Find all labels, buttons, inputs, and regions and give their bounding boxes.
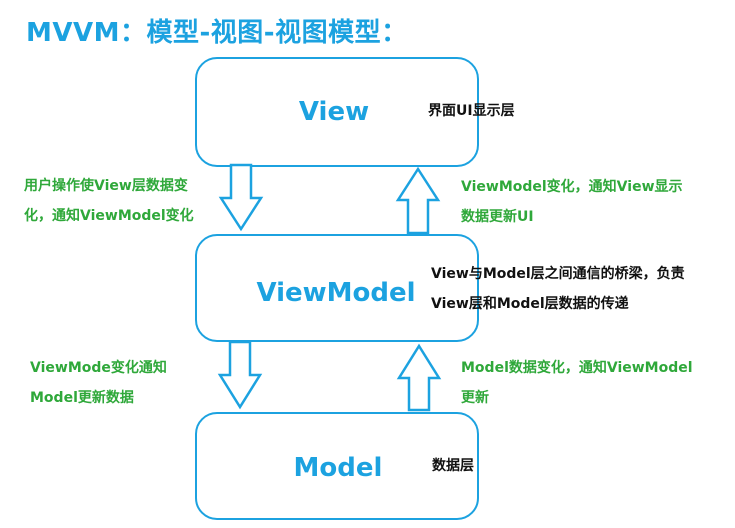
arrow-up-model-to-viewmodel <box>396 343 442 412</box>
arrow-up-viewmodel-to-view <box>395 166 441 235</box>
model-layer-note: 数据层 <box>432 458 474 474</box>
caption-viewmodel-to-model-line-2: Model更新数据 <box>30 390 134 406</box>
caption-viewmodel-to-view-line-2: 数据更新UI <box>461 209 534 225</box>
caption-model-to-viewmodel: Model数据变化，通知ViewModel 更新 <box>461 353 693 413</box>
diagram-title: MVVM：模型-视图-视图模型： <box>26 18 408 48</box>
arrow-down-viewmodel-to-model <box>217 340 263 410</box>
caption-model-to-viewmodel-line-2: 更新 <box>461 390 489 406</box>
caption-viewmodel-to-model-line-1: ViewMode变化通知 <box>30 360 167 376</box>
caption-view-to-viewmodel: 用户操作使View层数据变 化，通知ViewModel变化 <box>24 171 194 231</box>
model-layer-label: Model <box>293 453 383 483</box>
caption-view-to-viewmodel-line-2: 化，通知ViewModel变化 <box>24 208 194 224</box>
model-layer-box <box>195 412 479 520</box>
caption-view-to-viewmodel-line-1: 用户操作使View层数据变 <box>24 178 188 194</box>
view-layer-label: View <box>298 97 370 127</box>
viewmodel-layer-box <box>195 234 479 342</box>
caption-model-to-viewmodel-line-1: Model数据变化，通知ViewModel <box>461 360 693 376</box>
viewmodel-note-line-1: View与Model层之间通信的桥梁，负责 <box>431 266 685 282</box>
viewmodel-note-line-2: View层和Model层数据的传递 <box>431 296 629 312</box>
caption-viewmodel-to-model: ViewMode变化通知 Model更新数据 <box>30 353 167 413</box>
caption-viewmodel-to-view: ViewModel变化，通知View显示 数据更新UI <box>461 172 683 232</box>
view-layer-note: 界面UI显示层 <box>428 103 515 119</box>
viewmodel-layer-label: ViewModel <box>256 278 416 308</box>
caption-viewmodel-to-view-line-1: ViewModel变化，通知View显示 <box>461 179 683 195</box>
viewmodel-layer-note: View与Model层之间通信的桥梁，负责 View层和Model层数据的传递 <box>431 259 685 319</box>
view-layer-box <box>195 57 479 167</box>
arrow-down-view-to-viewmodel <box>218 163 264 232</box>
